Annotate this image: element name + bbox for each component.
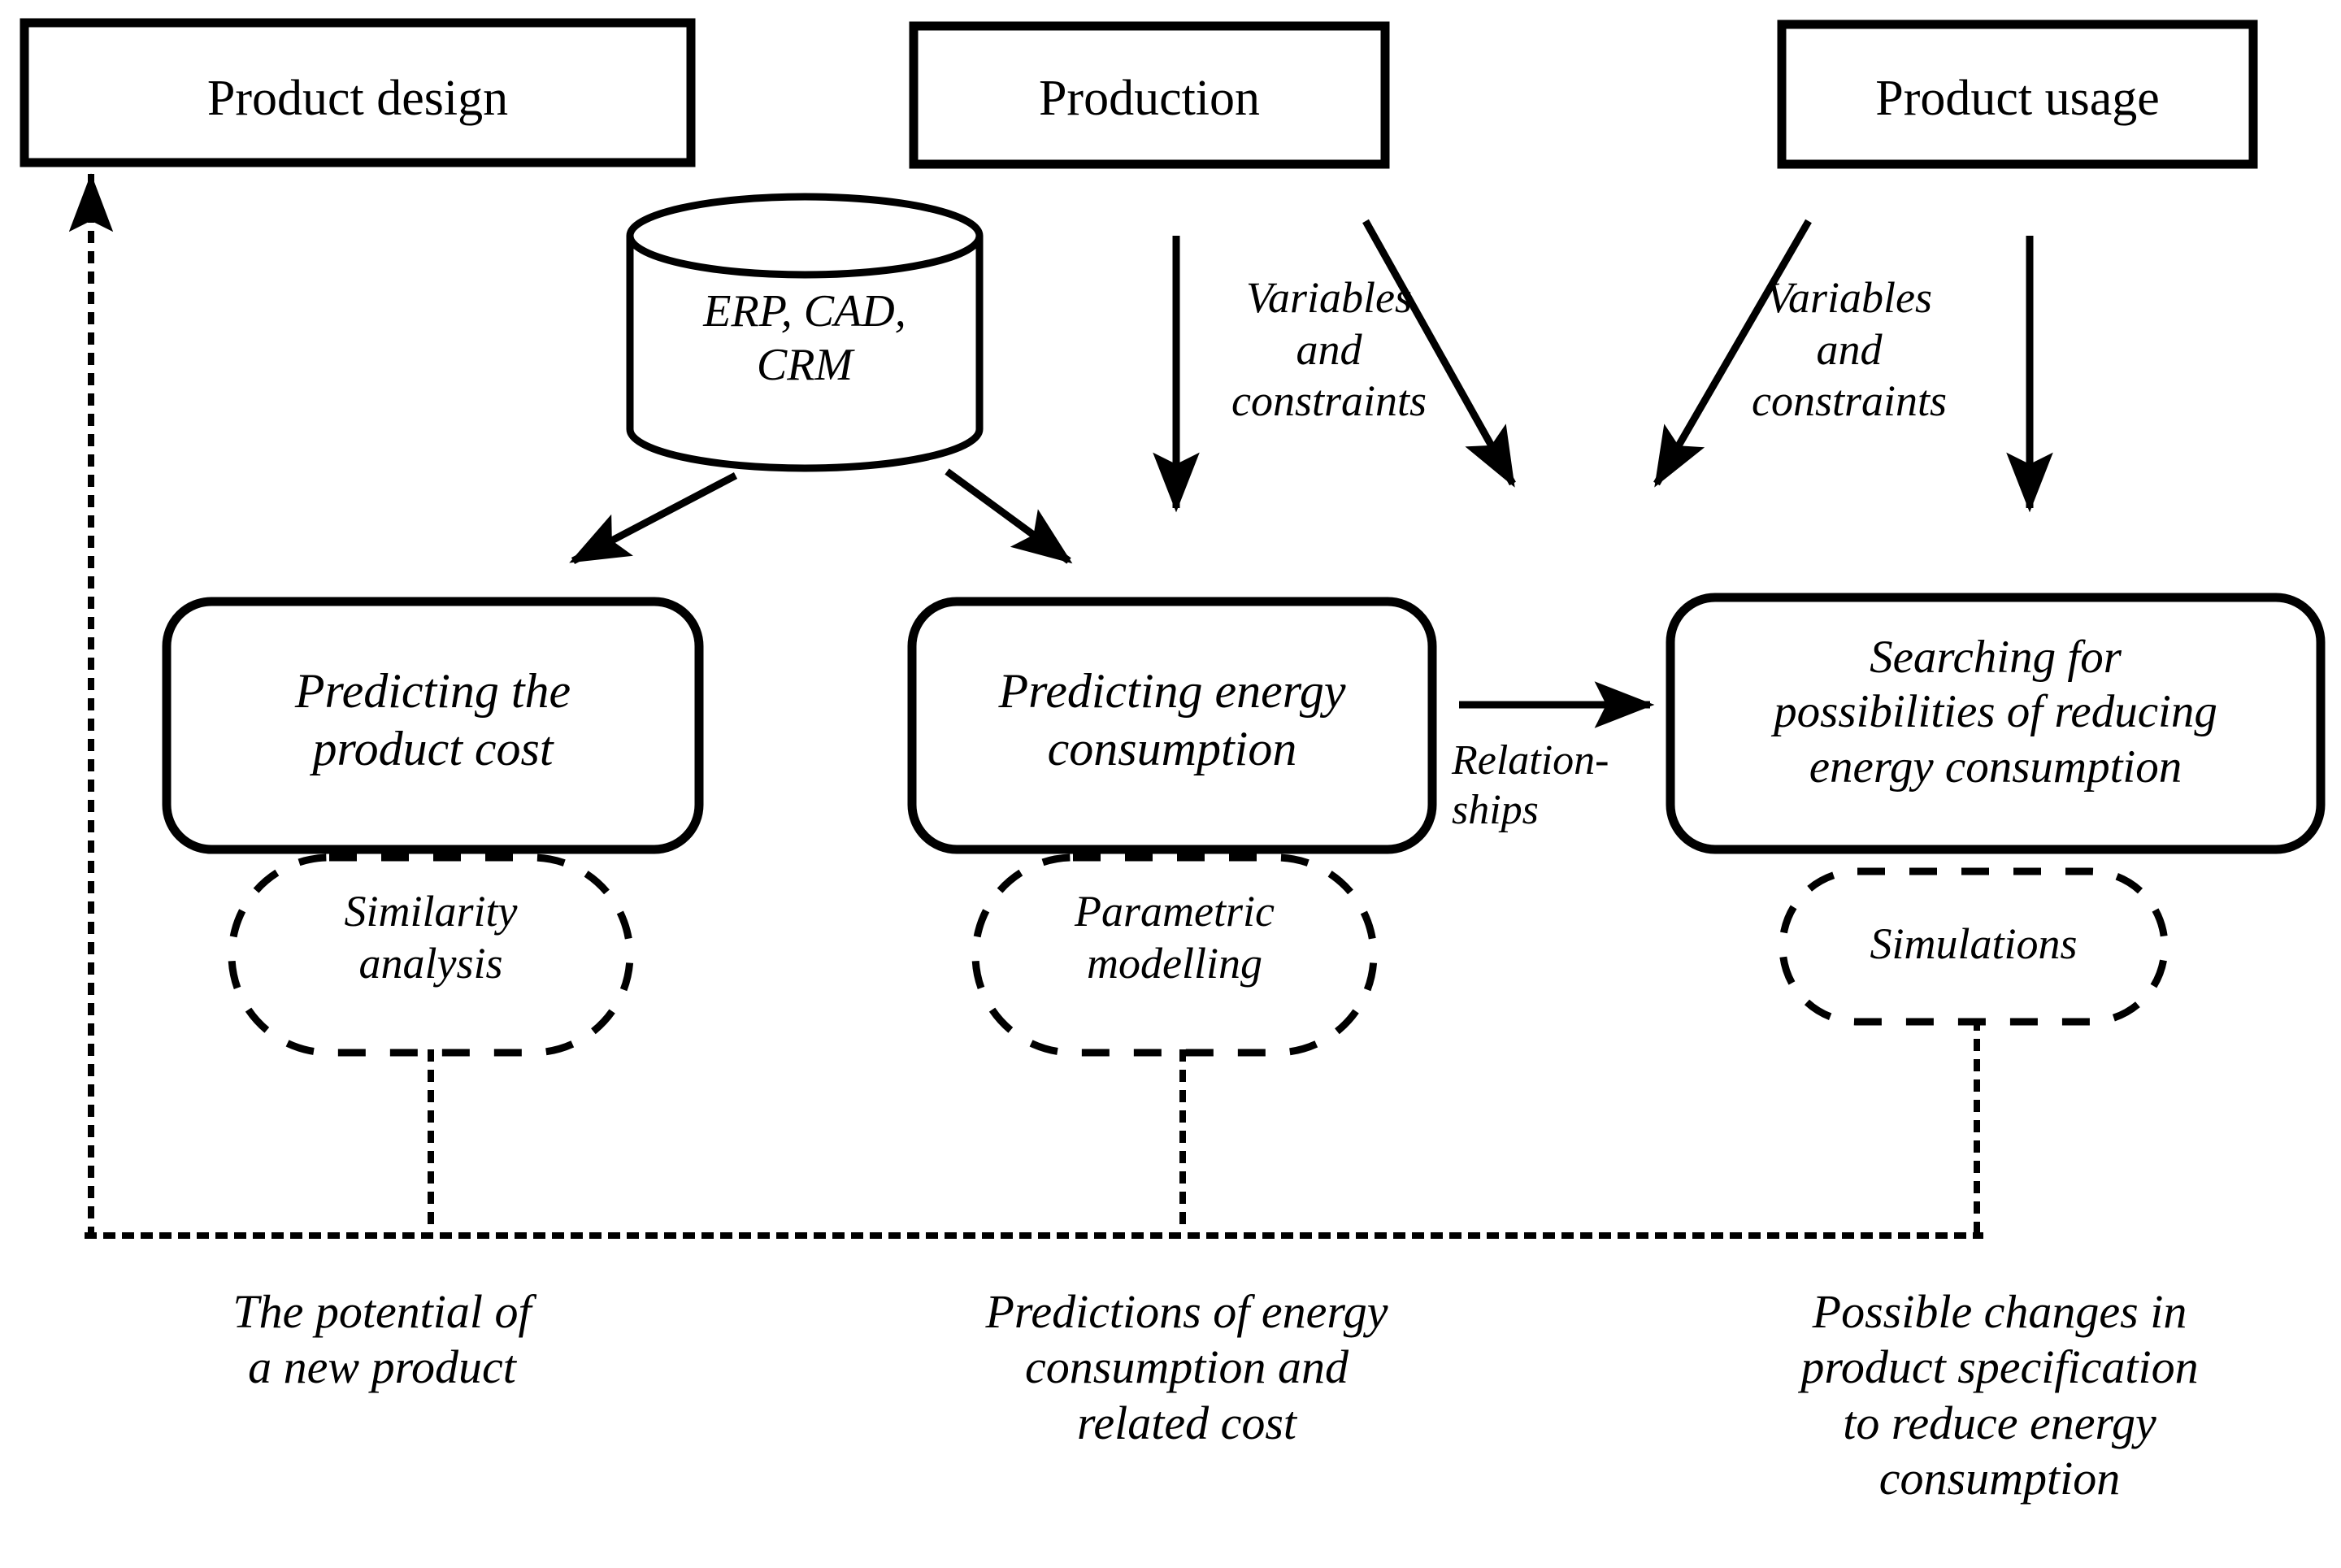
flow-label-usage-variables: Variables and constraints (1751, 273, 1948, 426)
stage-box-product-design[interactable] (20, 18, 696, 167)
process-box-predicting-product-cost[interactable] (162, 597, 704, 854)
method-label-simulations: Simulations (1870, 919, 2078, 968)
process-box-predicting-energy-consumption[interactable] (907, 597, 1437, 854)
flow-label-relationships: Relation- ships (1452, 737, 1609, 834)
database-cylinder-icon (626, 193, 984, 472)
arrow-production-to-searching (1653, 219, 1812, 488)
stage-label-product-design: Product design (206, 71, 509, 126)
method-label-similarity-analysis: Similarity analysis (344, 887, 518, 988)
process-box-searching-reducing-energy[interactable] (1666, 593, 2326, 854)
database-label: ERP, CAD, CRM (703, 286, 906, 391)
stage-box-production[interactable] (909, 21, 1390, 169)
process-label-searching-reducing-energy: Searching for possibilities of reducing … (1774, 632, 2217, 793)
flow-label-production-variables: Variables and constraints (1231, 273, 1427, 426)
process-label-predicting-energy-consumption: Predicting energy consumption (998, 664, 1346, 775)
process-label-predicting-product-cost: Predicting the product cost (294, 664, 571, 775)
arrow-usage-to-energy (1362, 219, 1516, 488)
outcome-label-energy-predictions: Predictions of energy consumption and re… (985, 1285, 1388, 1449)
stage-label-production: Production (1038, 71, 1261, 126)
stage-label-product-usage: Product usage (1875, 71, 2160, 126)
method-label-parametric-modelling: Parametric modelling (1075, 887, 1275, 988)
arrow-db-to-cost (569, 472, 738, 564)
outcome-label-product-spec-changes: Possible changes in product specificatio… (1800, 1285, 2199, 1505)
outcome-label-potential-new-product: The potential of a new product (232, 1285, 532, 1394)
arrow-db-to-energy (945, 468, 1073, 564)
stage-box-product-usage[interactable] (1777, 20, 2258, 169)
